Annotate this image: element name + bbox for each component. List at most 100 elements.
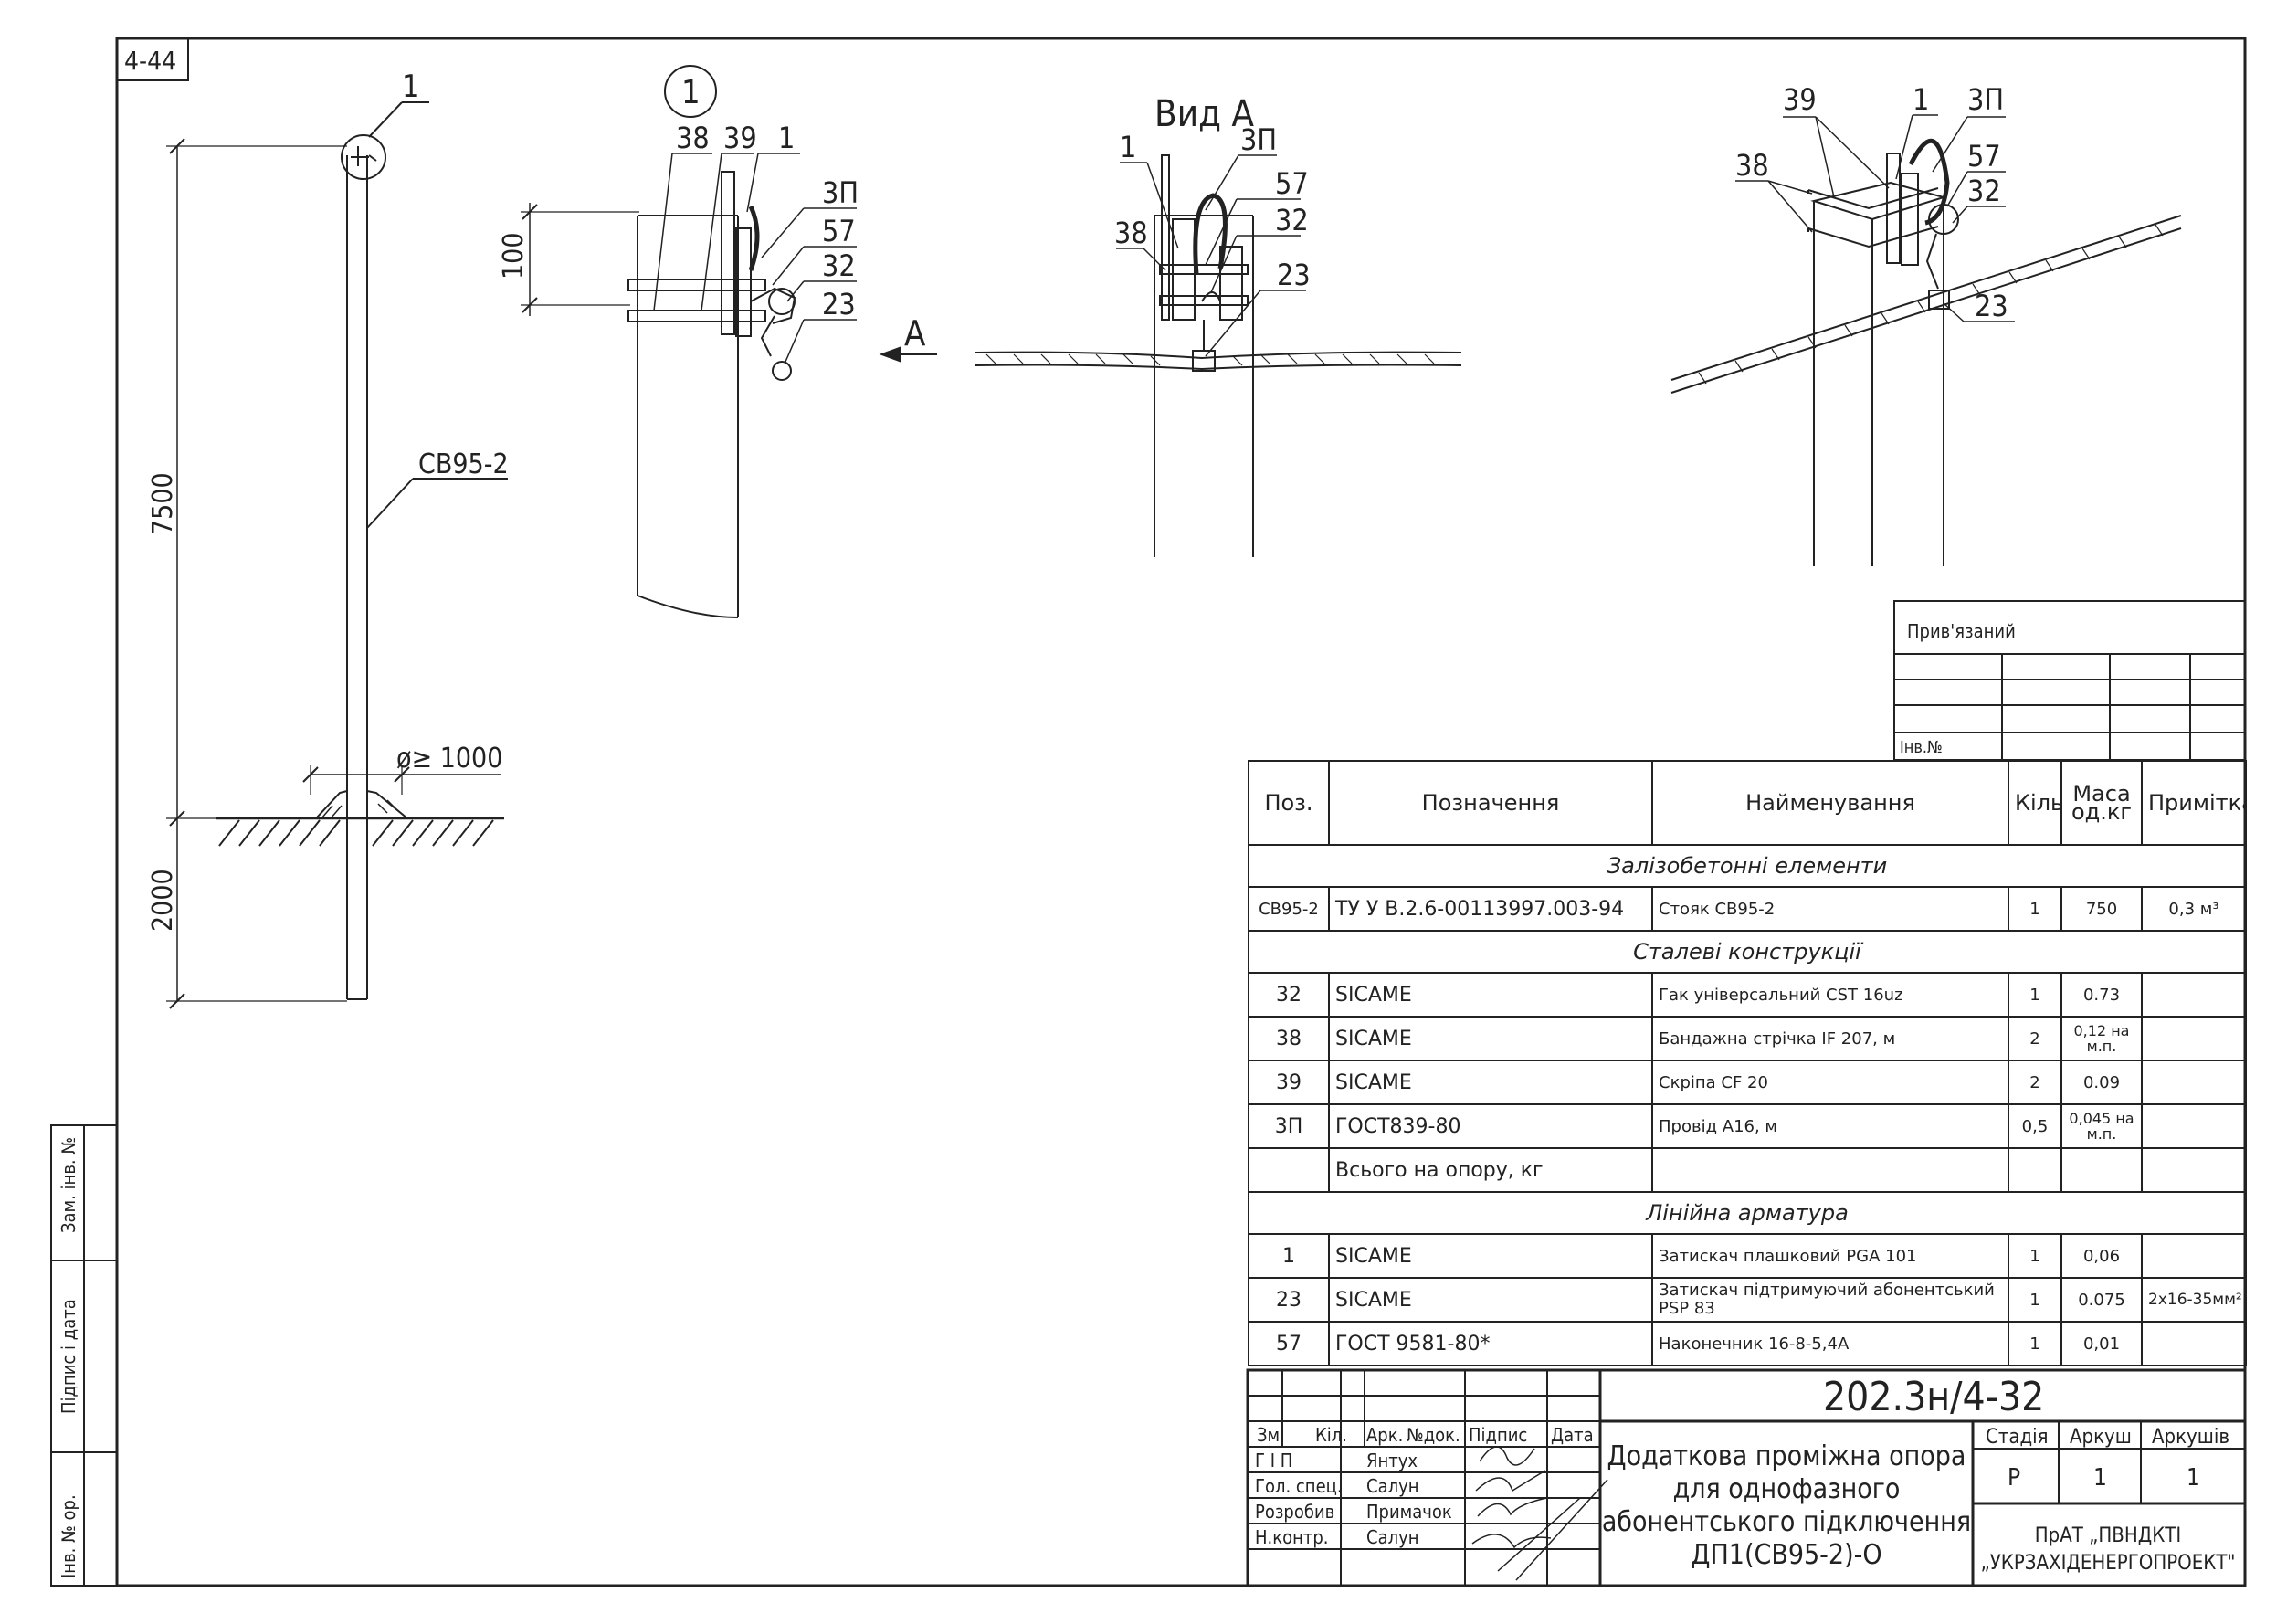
tb-role-2: Розробив <box>1255 1501 1334 1523</box>
cell-note <box>2141 1233 2247 1279</box>
cell-mass: 0.075 <box>2060 1277 2143 1323</box>
spec-section-title: Залізобетонні елементи <box>1248 844 2247 888</box>
cell-pos: 39 <box>1248 1060 1330 1105</box>
spec-header-mass: Маса од.кг <box>2060 760 2143 846</box>
cell-pos: 3П <box>1248 1103 1330 1149</box>
iso-label-38: 38 <box>1735 148 1769 183</box>
iso-label-39: 39 <box>1783 82 1817 117</box>
tb-title-1: для однофазного <box>1673 1473 1901 1505</box>
spec-header-qty: Кільк. <box>2008 760 2062 846</box>
cell-pos: 23 <box>1248 1277 1330 1323</box>
spec-section-row: Лінійна арматура <box>1248 1191 2247 1235</box>
spec-section-row: Залізобетонні елементи <box>1248 844 2247 888</box>
tb-stage: Р <box>2008 1464 2020 1492</box>
pole-mark: СВ95-2 <box>418 448 509 480</box>
table-row: 32 SICAME Гак універсальний CST 16uz 1 0… <box>1248 972 2247 1018</box>
tb-role-1: Гол. спец. <box>1255 1475 1343 1497</box>
tb-col-date: Дата <box>1551 1424 1594 1446</box>
view-a-label-38: 38 <box>1114 216 1148 250</box>
cell-designation: SICAME <box>1328 1233 1653 1279</box>
dim-bracket-gap: 100 <box>498 232 530 279</box>
table-row: 38 SICAME Бандажна стрічка IF 207, м 2 0… <box>1248 1016 2247 1061</box>
detail-label-38: 38 <box>676 121 710 155</box>
arrow-a-label: А <box>904 313 926 353</box>
cell-pos: 38 <box>1248 1016 1330 1061</box>
cell-pos: 57 <box>1248 1321 1330 1366</box>
cell-note <box>2141 1016 2247 1061</box>
table-row: 57 ГОСТ 9581-80* Наконечник 16-8-5,4А 1 … <box>1248 1321 2247 1366</box>
cell-designation: Всього на опору, кг <box>1328 1147 1653 1193</box>
table-row: 39 SICAME Скріпа CF 20 2 0.09 <box>1248 1060 2247 1105</box>
cell-pos <box>1248 1147 1330 1193</box>
detail-label-3p: 3П <box>822 175 859 210</box>
cell-note: 0,3 м³ <box>2141 886 2247 932</box>
spec-header-pos: Поз. <box>1248 760 1330 846</box>
cell-qty: 1 <box>2008 972 2062 1018</box>
detail-label-23: 23 <box>822 287 856 322</box>
cell-mass: 0,12 на м.п. <box>2060 1016 2143 1061</box>
tb-col-doc: №док. <box>1407 1424 1460 1446</box>
tb-sheet-label: Аркуш <box>2070 1426 2132 1449</box>
cell-qty: 2 <box>2008 1016 2062 1061</box>
side-stamp-inv: Інв. № ор. <box>58 1494 79 1578</box>
dim-height: 7500 <box>147 472 179 535</box>
side-stamp-replace: Зам. інв. № <box>58 1137 79 1233</box>
tb-col-kil: Кіл. <box>1315 1424 1347 1446</box>
cell-note <box>2141 1060 2247 1105</box>
view-a-label-23: 23 <box>1277 258 1311 292</box>
cell-pos: СВ95-2 <box>1248 886 1330 932</box>
view-a: Вид А 1 3П 57 32 38 23 <box>975 93 1462 557</box>
cell-qty: 2 <box>2008 1060 2062 1105</box>
spec-section-title: Сталеві конструкції <box>1248 930 2247 974</box>
detail-marker: 1 <box>681 74 701 111</box>
cell-designation: SICAME <box>1328 1060 1653 1105</box>
spec-header-designation: Позначення <box>1328 760 1653 846</box>
spec-section-row: Сталеві конструкції <box>1248 930 2247 974</box>
iso-label-23: 23 <box>1975 289 2008 323</box>
detail-label-1: 1 <box>778 121 795 155</box>
cell-designation: ГОСТ839-80 <box>1328 1103 1653 1149</box>
view-a-label-57: 57 <box>1275 166 1309 201</box>
cell-name: Скріпа CF 20 <box>1651 1060 2009 1105</box>
dim-foundation: ø≥ 1000 <box>396 743 502 775</box>
pole-callout-1: 1 <box>402 69 419 105</box>
spec-section-title: Лінійна арматура <box>1248 1191 2247 1235</box>
tb-name-3: Салун <box>1366 1526 1419 1548</box>
tb-name-2: Примачок <box>1366 1501 1452 1523</box>
tb-col-ark: Арк. <box>1366 1424 1403 1446</box>
cell-mass: 0,045 на м.п. <box>2060 1103 2143 1149</box>
detail-label-39: 39 <box>723 121 757 155</box>
cell-name: Затискач підтримуючий абонентський PSP 8… <box>1651 1277 2009 1323</box>
detail-1: 1 100 38 39 <box>498 65 937 618</box>
cell-note <box>2141 1147 2247 1193</box>
cell-pos: 1 <box>1248 1233 1330 1279</box>
tb-col-zm: Зм. <box>1257 1424 1285 1446</box>
cell-qty: 0,5 <box>2008 1103 2062 1149</box>
tied-block: Прив'язаний Інв.№ <box>1893 600 2246 761</box>
tied-label: Прив'язаний <box>1907 620 2016 642</box>
tb-sheet: 1 <box>2093 1464 2107 1492</box>
cell-mass: 750 <box>2060 886 2143 932</box>
cell-designation: SICAME <box>1328 972 1653 1018</box>
spec-header-row: Поз. Позначення Найменування Кільк. Маса… <box>1248 760 2247 846</box>
tb-title-2: абонентського підключення <box>1602 1506 1971 1538</box>
cell-name: Провід А16, м <box>1651 1103 2009 1149</box>
cell-qty: 1 <box>2008 1233 2062 1279</box>
cell-mass: 0.73 <box>2060 972 2143 1018</box>
cell-name: Затискач плашковий PGA 101 <box>1651 1233 2009 1279</box>
isometric-view: 39 1 3П 57 32 38 23 <box>1670 82 2182 566</box>
tb-col-sign: Підпис <box>1469 1424 1527 1446</box>
pole-elevation: 1 СВ95-2 7500 2000 ø≥ <box>147 69 509 1009</box>
cell-name: Гак універсальний CST 16uz <box>1651 972 2009 1018</box>
cell-qty <box>2008 1147 2062 1193</box>
view-a-label-32: 32 <box>1275 203 1309 237</box>
view-a-label-3p: 3П <box>1240 122 1277 157</box>
tb-title-0: Додаткова проміжна опора <box>1607 1440 1966 1472</box>
cell-name: Наконечник 16-8-5,4А <box>1651 1321 2009 1366</box>
view-a-label-1: 1 <box>1120 130 1136 164</box>
cell-note: 2х16-35мм² <box>2141 1277 2247 1323</box>
cell-name <box>1651 1147 2009 1193</box>
cell-name: Бандажна стрічка IF 207, м <box>1651 1016 2009 1061</box>
detail-label-32: 32 <box>822 248 856 283</box>
